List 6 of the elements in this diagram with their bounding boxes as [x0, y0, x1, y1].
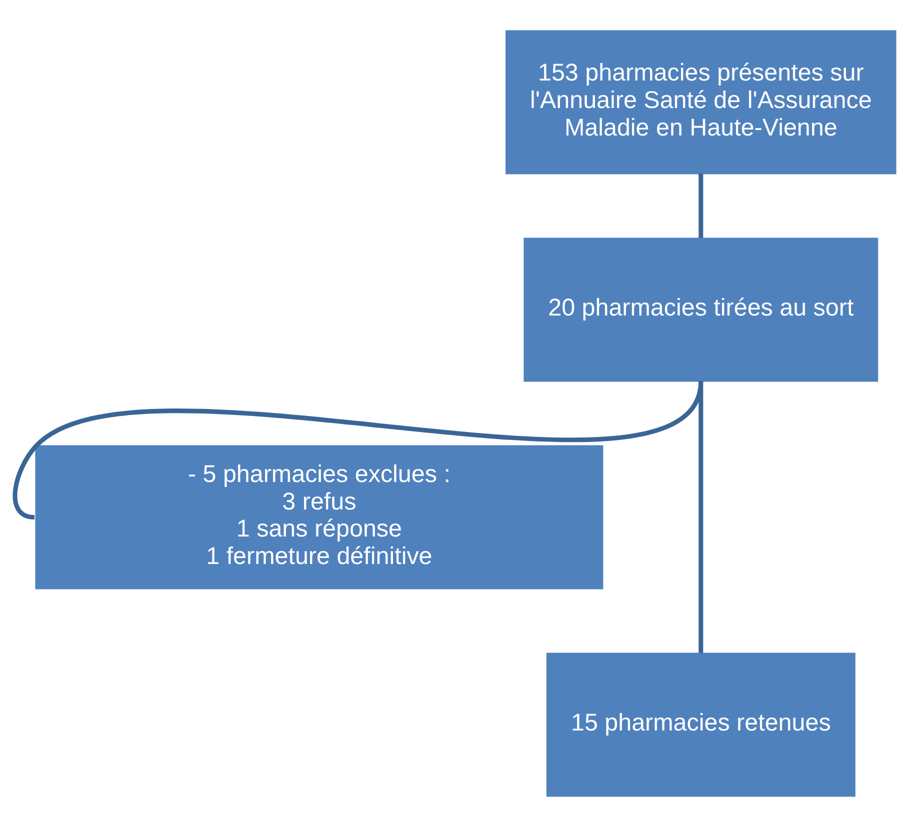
node-box: - 5 pharmacies exclues : 3 refus 1 sans réponse 1 fermeture définitive [35, 444, 604, 589]
node-box: 153 pharmacies présentes sur l'Annuaire Santé de l'Assurance Maladie en Haute-Vienne [506, 30, 896, 174]
node-box: 15 pharmacies retenues [546, 652, 856, 796]
connector [698, 380, 704, 652]
node-box: 20 pharmacies tirées au sort [524, 237, 878, 382]
connector [698, 173, 704, 238]
